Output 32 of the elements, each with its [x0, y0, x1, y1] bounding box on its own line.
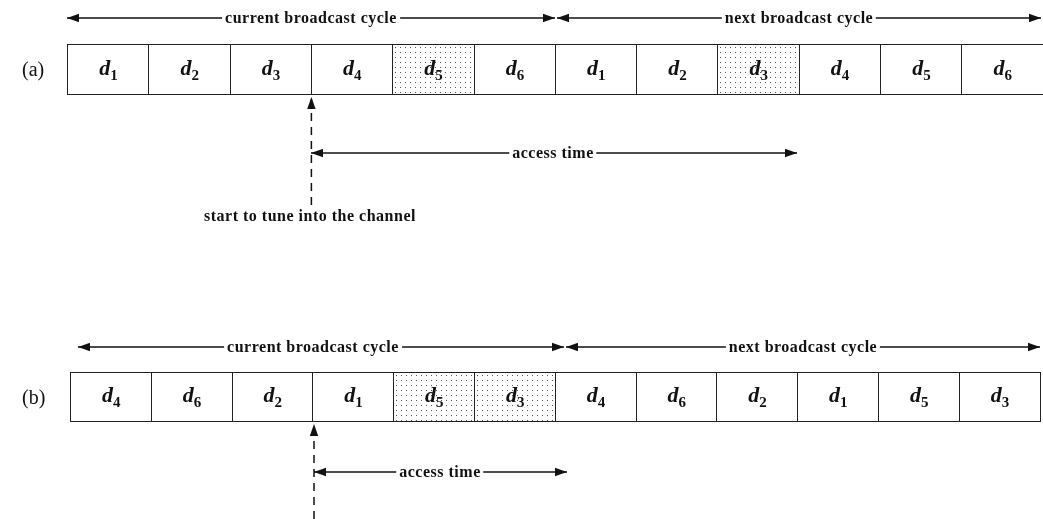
shaded-data-slot: d$_{5}$: [393, 372, 476, 422]
row-label: (a): [22, 57, 45, 81]
data-slot: d$_{2}$: [148, 44, 232, 95]
data-slot: d$_{6}$: [473, 44, 557, 95]
data-slot: d$_{4}$: [70, 372, 153, 422]
data-slot: d$_{5}$: [880, 44, 963, 95]
shaded-data-slot: d$_{5}$: [392, 44, 475, 95]
data-slot: d$_{6}$: [150, 372, 234, 422]
dimension-label: current broadcast cycle: [224, 338, 402, 356]
data-slot: d$_{6}$: [635, 372, 718, 422]
leader-arrow: [307, 96, 316, 206]
data-slot: d$_{2}$: [636, 44, 719, 95]
dimension-label: next broadcast cycle: [725, 338, 881, 356]
data-slot: d$_{3}$: [958, 372, 1042, 422]
data-slot: d$_{5}$: [878, 372, 961, 422]
data-slot: d$_{4}$: [798, 44, 882, 95]
data-slot: d$_{2}$: [231, 372, 314, 422]
data-slot: d$_{1}$: [554, 44, 638, 95]
data-slot: d$_{2}$: [716, 372, 799, 422]
dimension-label: current broadcast cycle: [222, 9, 400, 27]
data-slot: d$_{1}$: [797, 372, 880, 422]
data-slot: d$_{4}$: [554, 372, 638, 422]
data-slot: d$_{4}$: [310, 44, 394, 95]
shaded-data-slot: d$_{3}$: [474, 372, 557, 422]
dimension-label: next broadcast cycle: [721, 9, 877, 27]
data-slot: d$_{6}$: [961, 44, 1043, 95]
data-slot: d$_{1}$: [67, 44, 150, 95]
shaded-data-slot: d$_{3}$: [717, 44, 801, 95]
data-slot: d$_{1}$: [312, 372, 395, 422]
row-label: (b): [22, 385, 46, 409]
annotation-text: start to tune into the channel: [204, 207, 416, 225]
data-slot: d$_{3}$: [229, 44, 313, 95]
